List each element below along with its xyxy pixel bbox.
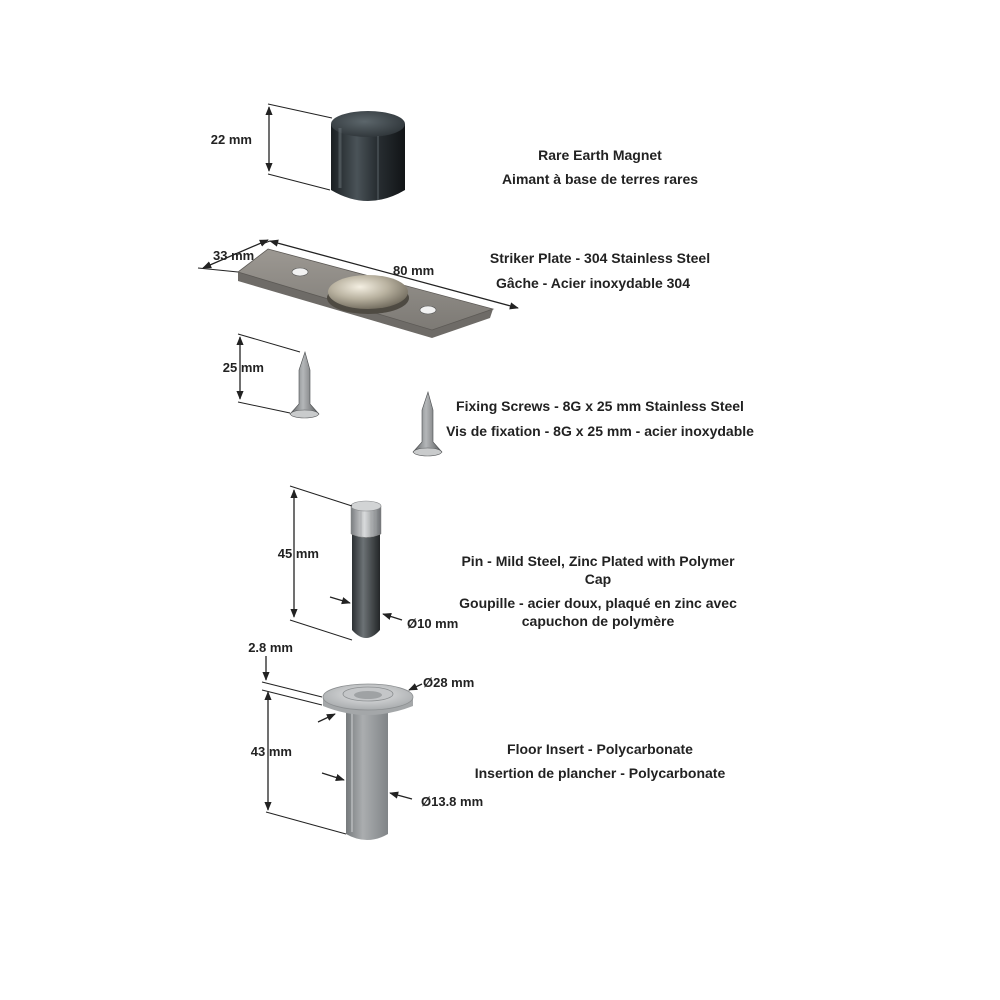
screw-length-label: 25 mm: [223, 360, 264, 375]
floor-insert-drawing: [322, 683, 414, 840]
screw-left-drawing: [289, 350, 320, 419]
striker-plate-drawing: [237, 248, 495, 338]
pin-label-en-1: Pin - Mild Steel, Zinc Plated with Polym…: [461, 553, 735, 569]
striker-length-label: 80 mm: [393, 263, 434, 278]
pin-diameter-label: Ø10 mm: [407, 616, 458, 631]
magnet-label-fr: Aimant à base de terres rares: [502, 171, 698, 187]
striker-width-label: 33 mm: [213, 248, 254, 263]
striker-label-en: Striker Plate - 304 Stainless Steel: [490, 250, 710, 266]
screws-label-fr: Vis de fixation - 8G x 25 mm - acier ino…: [446, 423, 754, 439]
magnet-height-label: 22 mm: [211, 132, 252, 147]
striker-length-dimension: [269, 239, 519, 310]
insert-length-label: 43 mm: [251, 744, 292, 759]
striker-width-dimension: [202, 239, 269, 269]
screw-right-drawing: [412, 390, 443, 457]
screws-label-en: Fixing Screws - 8G x 25 mm Stainless Ste…: [456, 398, 744, 414]
floor-insert-group: 2.8 mm Ø28 mm 43 mm Ø13.8 mm Floor Inser…: [248, 640, 725, 840]
pin-length-label: 45 mm: [278, 546, 319, 561]
pin-label-en-2: Cap: [585, 571, 611, 587]
pin-drawing: [350, 500, 382, 638]
magnet-drawing: [331, 111, 405, 201]
insert-flange-label: 2.8 mm: [248, 640, 293, 655]
magnet-label-en: Rare Earth Magnet: [538, 147, 662, 163]
striker-plate-group: 33 mm 80 mm Striker Plate - 304 Stainles…: [197, 239, 710, 338]
pin-label-fr-1: Goupille - acier doux, plaqué en zinc av…: [459, 595, 737, 611]
pin-label-fr-2: capuchon de polymère: [522, 613, 675, 629]
screws-group: 25 mm Fixing Screws - 8G x 25 mm Stainle…: [223, 333, 754, 457]
pin-group: 45 mm Ø10 mm Pin - Mild Steel, Zinc Plat…: [278, 485, 737, 641]
insert-flange-diameter-label: Ø28 mm: [423, 675, 474, 690]
magnet-group: 22 mm Rare Earth Magnet Aimant à base de…: [211, 103, 698, 201]
insert-body-diameter-label: Ø13.8 mm: [421, 794, 483, 809]
striker-label-fr: Gâche - Acier inoxydable 304: [496, 275, 690, 291]
insert-label-fr: Insertion de plancher - Polycarbonate: [475, 765, 726, 781]
insert-label-en: Floor Insert - Polycarbonate: [507, 741, 693, 757]
